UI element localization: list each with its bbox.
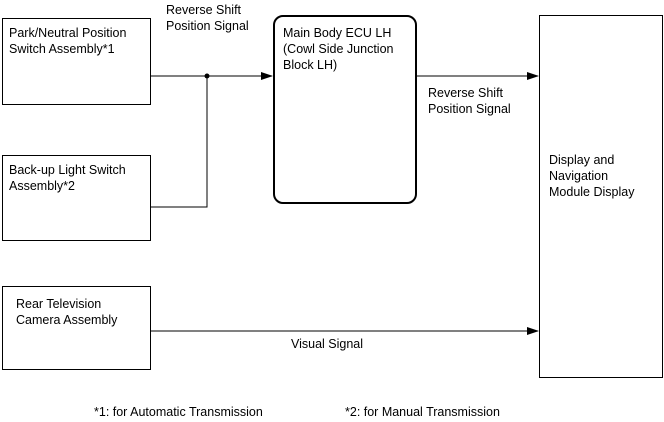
backup-to-junction-line [151,76,208,208]
main-body-ecu-label: Main Body ECU LH (Cowl Side Junction Blo… [283,26,394,72]
park-neutral-switch-box [2,18,151,105]
backup-light-switch-label: Back-up Light Switch Assembly*2 [9,163,126,193]
backup-light-switch-box [2,155,151,241]
visual-signal-label: Visual Signal [291,337,364,351]
reverse-shift-signal-label-in: Reverse Shift Position Signal [166,3,249,33]
footnote-automatic: *1: for Automatic Transmission [94,405,263,419]
park-neutral-switch-label: Park/Neutral Position Switch Assembly*1 [9,26,127,56]
main-body-ecu-box [273,15,417,204]
display-module-box [539,15,663,378]
display-module-label: Display and Navigation Module Display [549,153,635,199]
junction-dot [204,73,210,79]
footnote-manual: *2: for Manual Transmission [345,405,500,419]
rear-camera-box [2,286,151,370]
reverse-shift-signal-label-out: Reverse Shift Position Signal [428,86,511,116]
rear-camera-label: Rear Television Camera Assembly [16,297,118,327]
